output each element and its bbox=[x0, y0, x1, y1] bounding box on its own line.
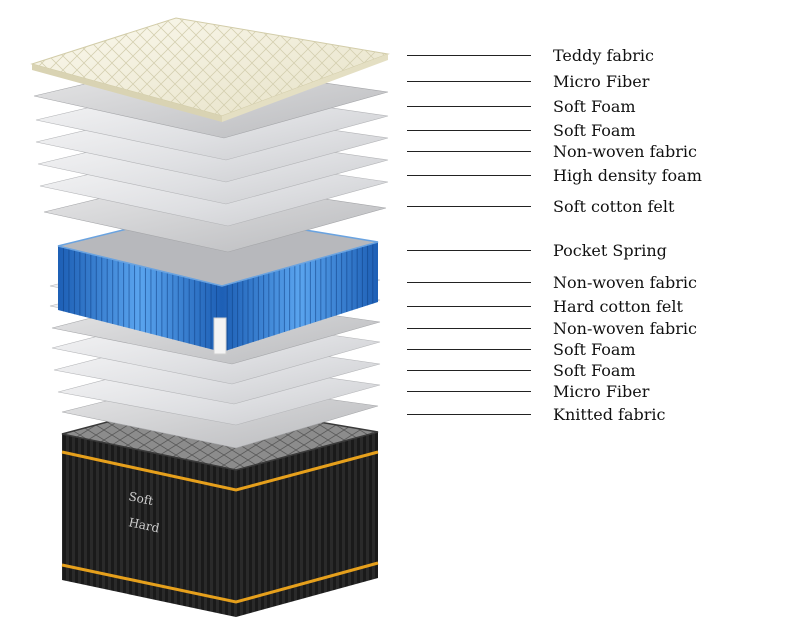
label-high-density-foam: High density foam bbox=[553, 166, 702, 185]
base-text-soft: Soft bbox=[127, 489, 154, 508]
label-row-knitted-fabric: Knitted fabric bbox=[0, 405, 800, 425]
label-pocket-spring: Pocket Spring bbox=[553, 241, 667, 260]
leader-line bbox=[407, 130, 531, 131]
label-soft-cotton-felt: Soft cotton felt bbox=[553, 197, 675, 216]
label-row-micro-fiber: Micro Fiber bbox=[0, 72, 800, 92]
label-row-high-density-foam: High density foam bbox=[0, 166, 800, 186]
leader-line bbox=[407, 349, 531, 350]
leader-line bbox=[407, 55, 531, 56]
leader-line bbox=[407, 151, 531, 152]
label-row-non-woven-fabric: Non-woven fabric bbox=[0, 142, 800, 162]
base-accent-line-bottom bbox=[61, 561, 379, 604]
label-teddy-fabric: Teddy fabric bbox=[553, 46, 654, 65]
spring-corner-post bbox=[213, 317, 227, 355]
leader-line bbox=[407, 106, 531, 107]
leader-line bbox=[407, 250, 531, 251]
base-accent-line-top bbox=[61, 450, 379, 492]
leader-line bbox=[407, 306, 531, 307]
label-row-hard-cotton-felt: Hard cotton felt bbox=[0, 297, 800, 317]
label-hard-cotton-felt: Hard cotton felt bbox=[553, 297, 683, 316]
label-soft-foam-2: Soft Foam bbox=[553, 121, 636, 140]
label-row-non-woven-fabric-2: Non-woven fabric bbox=[0, 273, 800, 293]
label-soft-foam-4: Soft Foam bbox=[553, 361, 636, 380]
label-non-woven-fabric-3: Non-woven fabric bbox=[553, 319, 697, 338]
label-row-soft-foam-4: Soft Foam bbox=[0, 361, 800, 381]
leader-line bbox=[407, 414, 531, 415]
label-row-soft-cotton-felt: Soft cotton felt bbox=[0, 197, 800, 217]
label-row-soft-foam-2: Soft Foam bbox=[0, 121, 800, 141]
leader-line bbox=[407, 282, 531, 283]
label-non-woven-fabric: Non-woven fabric bbox=[553, 142, 697, 161]
leader-line bbox=[407, 81, 531, 82]
leader-line bbox=[407, 175, 531, 176]
leader-line bbox=[407, 328, 531, 329]
leader-line bbox=[407, 206, 531, 207]
upper-layers bbox=[30, 17, 390, 253]
label-non-woven-fabric-2: Non-woven fabric bbox=[553, 273, 697, 292]
label-row-non-woven-fabric-3: Non-woven fabric bbox=[0, 319, 800, 339]
base-text-hard: Hard bbox=[127, 515, 161, 535]
label-knitted-fabric: Knitted fabric bbox=[553, 405, 666, 424]
label-row-teddy-fabric: Teddy fabric bbox=[0, 46, 800, 66]
label-soft-foam: Soft Foam bbox=[553, 97, 636, 116]
label-micro-fiber-2: Micro Fiber bbox=[553, 382, 650, 401]
label-row-micro-fiber-2: Micro Fiber bbox=[0, 382, 800, 402]
label-soft-foam-3: Soft Foam bbox=[553, 340, 636, 359]
label-micro-fiber: Micro Fiber bbox=[553, 72, 650, 91]
label-row-pocket-spring: Pocket Spring bbox=[0, 241, 800, 261]
leader-line bbox=[407, 391, 531, 392]
label-row-soft-foam-3: Soft Foam bbox=[0, 340, 800, 360]
leader-line bbox=[407, 370, 531, 371]
label-row-soft-foam: Soft Foam bbox=[0, 97, 800, 117]
base-side-right bbox=[236, 432, 378, 617]
